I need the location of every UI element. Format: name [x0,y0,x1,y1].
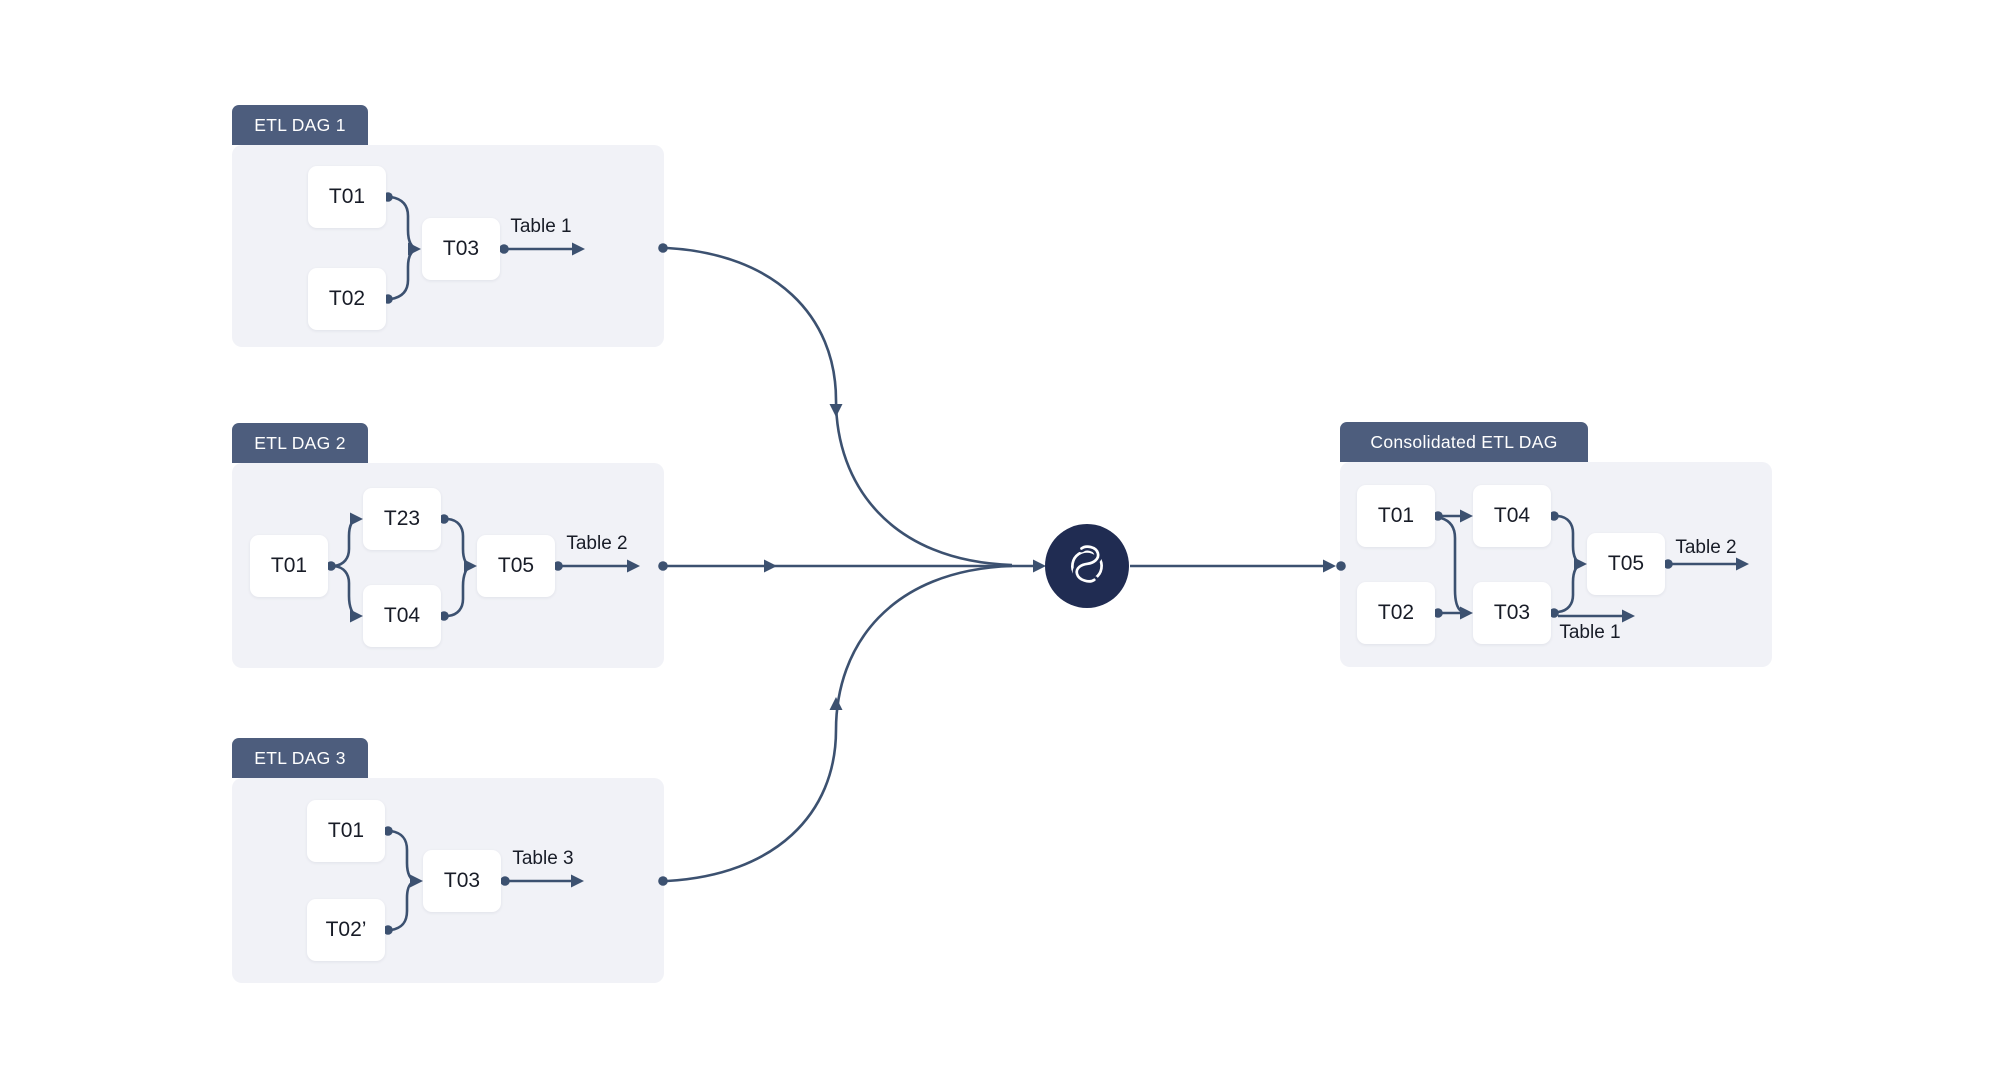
node-cons-t02: T02 [1357,582,1435,644]
node-dag3-t03: T03 [423,850,501,912]
node-dag1-t01: T01 [308,166,386,228]
node-cons-t03: T03 [1473,582,1551,644]
output-label-cons-table2: Table 2 [1675,537,1737,558]
output-label-cons-table1: Table 1 [1559,622,1621,643]
node-dag2-t01: T01 [250,535,328,597]
node-cons-t04: T04 [1473,485,1551,547]
node-dag3-t02-prime: T02’ [307,899,385,961]
secoda-logo-icon [1071,542,1103,586]
node-cons-t05: T05 [1587,533,1665,595]
badge-etl-dag-3-label: ETL DAG 3 [254,747,346,768]
badge-etl-dag-3: ETL DAG 3 [232,738,368,778]
node-dag1-t03: T03 [422,218,500,280]
output-label-dag1-table1: Table 1 [510,216,572,237]
badge-etl-dag-1: ETL DAG 1 [232,105,368,145]
node-dag2-t04: T04 [363,585,441,647]
node-dag1-t02: T02 [308,268,386,330]
node-dag3-t01: T01 [307,800,385,862]
node-dag2-t23: T23 [363,488,441,550]
node-dag2-t05: T05 [477,535,555,597]
consolidation-hub [1045,524,1129,608]
node-cons-t01: T01 [1357,485,1435,547]
badge-etl-dag-2-label: ETL DAG 2 [254,432,346,453]
badge-etl-dag-1-label: ETL DAG 1 [254,114,346,135]
badge-etl-dag-2: ETL DAG 2 [232,423,368,463]
badge-consolidated-label: Consolidated ETL DAG [1370,431,1558,452]
edge-dag1-to-hub [666,246,1013,567]
output-label-dag3-table3: Table 3 [512,848,574,869]
output-label-dag2-table2: Table 2 [566,533,628,554]
badge-consolidated-etl-dag: Consolidated ETL DAG [1340,422,1588,462]
edge-dag3-to-hub [666,564,1013,883]
